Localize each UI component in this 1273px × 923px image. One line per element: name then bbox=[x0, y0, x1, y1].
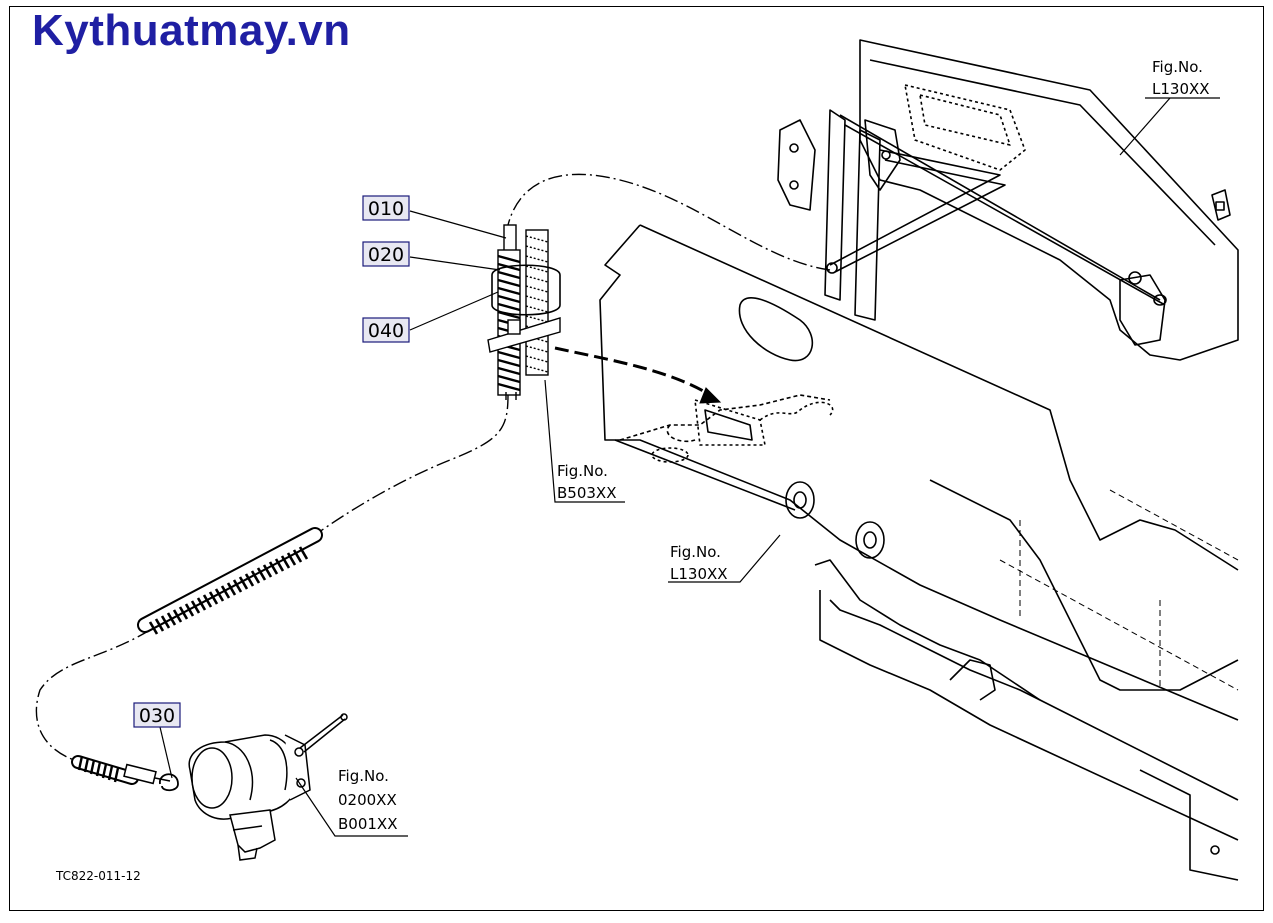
svg-text:030: 030 bbox=[139, 705, 175, 727]
svg-text:Fig.No.: Fig.No. bbox=[338, 767, 389, 785]
figure-ref-l130xx-top: Fig.No. L130XX bbox=[1152, 58, 1210, 98]
figure-ref-l130xx-middle: Fig.No. L130XX bbox=[670, 543, 728, 583]
part-number-010: 010 bbox=[362, 195, 410, 221]
drawing-code: TC822-011-12 bbox=[55, 869, 141, 883]
site-brand-watermark: Kythuatmay.vn bbox=[32, 6, 351, 55]
chassis-frame-drawing bbox=[599, 39, 1239, 881]
figure-ref-b503xx: Fig.No. B503XX bbox=[557, 462, 616, 502]
svg-text:Fig.No.: Fig.No. bbox=[1152, 58, 1203, 76]
leader-lines bbox=[159, 97, 1220, 837]
part-number-020: 020 bbox=[362, 241, 410, 267]
svg-text:L130XX: L130XX bbox=[1152, 80, 1210, 98]
svg-text:020: 020 bbox=[368, 244, 404, 266]
stop-solenoid bbox=[71, 713, 348, 861]
svg-text:0200XX: 0200XX bbox=[338, 791, 397, 809]
throttle-cable bbox=[35, 173, 831, 763]
svg-text:B001XX: B001XX bbox=[338, 815, 397, 833]
long-cable-spring bbox=[137, 527, 323, 635]
svg-text:Fig.No.: Fig.No. bbox=[670, 543, 721, 561]
mounting-arrow bbox=[554, 346, 722, 404]
figure-ref-0200xx-b001xx: Fig.No. 0200XX B001XX bbox=[338, 767, 397, 833]
svg-text:L130XX: L130XX bbox=[670, 565, 728, 583]
svg-text:040: 040 bbox=[368, 320, 404, 342]
part-number-030: 030 bbox=[133, 702, 181, 728]
svg-text:Fig.No.: Fig.No. bbox=[557, 462, 608, 480]
svg-text:010: 010 bbox=[368, 198, 404, 220]
svg-text:B503XX: B503XX bbox=[557, 484, 616, 502]
cable-clamp-assembly bbox=[487, 224, 561, 400]
part-number-040: 040 bbox=[362, 317, 410, 343]
